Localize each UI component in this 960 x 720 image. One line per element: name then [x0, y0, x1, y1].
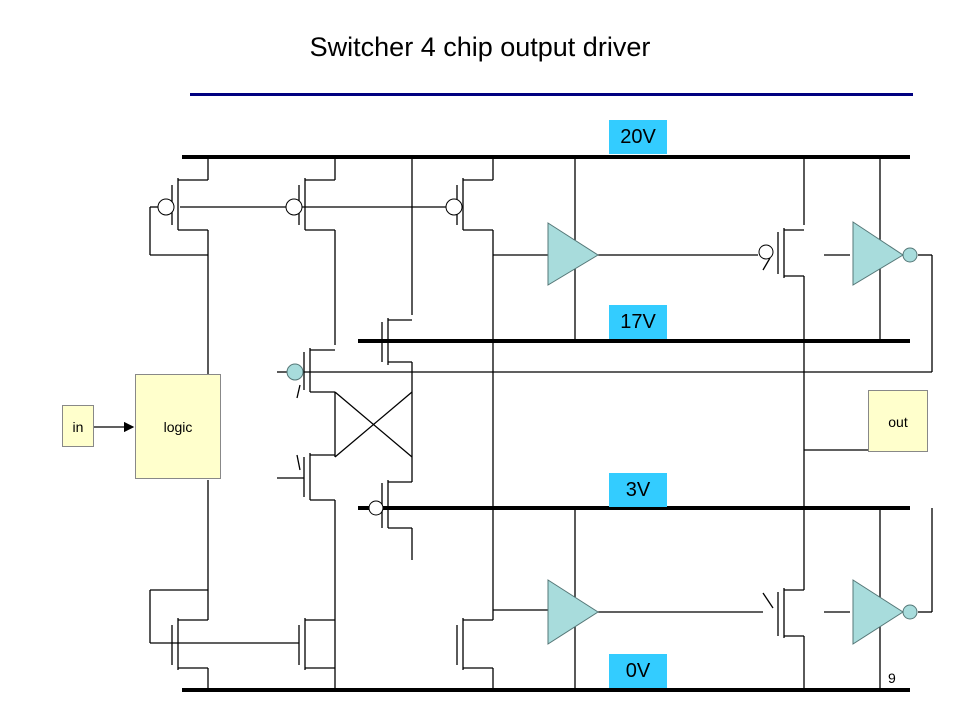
output-block: out [868, 390, 928, 452]
rail-label-17v: 17V [609, 305, 667, 339]
pmos-bubble [368, 500, 384, 516]
pmos-bubble [157, 198, 175, 216]
title-underline [190, 93, 913, 96]
pmos-bubble [445, 198, 463, 216]
buffer-top [547, 222, 599, 286]
pmos-bubble [286, 363, 304, 381]
rail-label-20v: 20V [609, 120, 667, 154]
inverter-top-bubble [902, 247, 918, 263]
buffer-bottom [547, 579, 599, 645]
inverter-bottom-bubble [902, 604, 918, 620]
pmos-bubble [285, 198, 303, 216]
inverter-bottom [852, 579, 904, 645]
rail-label-0v: 0V [609, 654, 667, 688]
page-number: 9 [888, 670, 896, 686]
logic-block: logic [135, 374, 221, 479]
wiring [149, 157, 933, 690]
input-block: in [62, 405, 94, 447]
slide-title: Switcher 4 chip output driver [309, 32, 651, 62]
pmos-bubble [758, 244, 774, 260]
inverter-top [852, 221, 904, 286]
rail-label-3v: 3V [609, 473, 667, 507]
